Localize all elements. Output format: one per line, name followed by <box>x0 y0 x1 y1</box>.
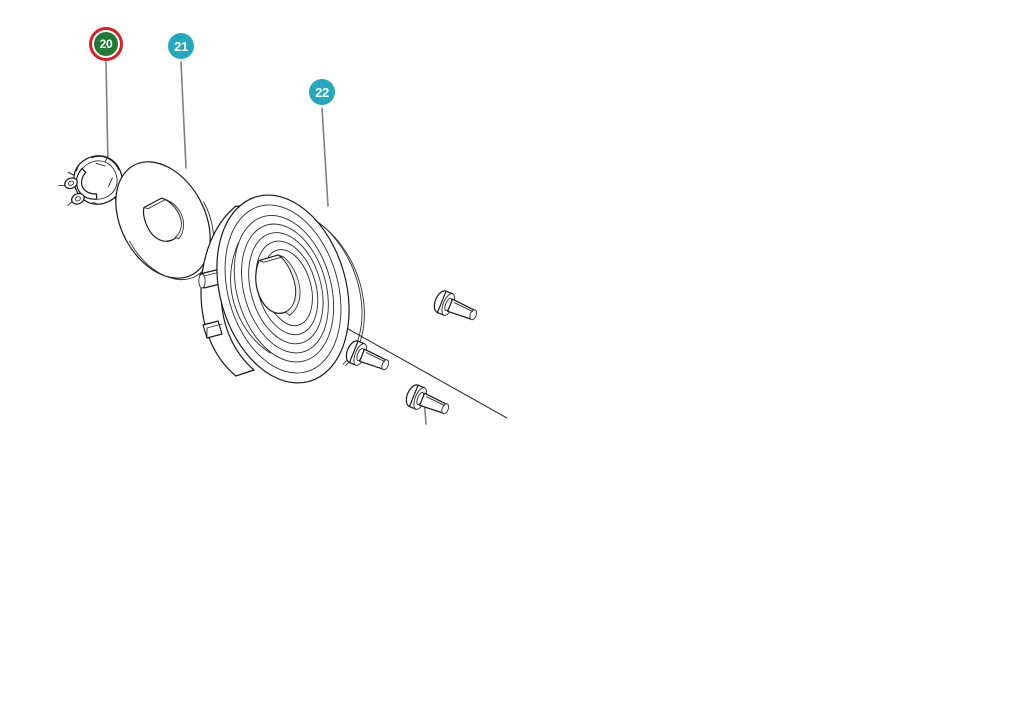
part-washer <box>115 161 215 281</box>
callout-badge-20[interactable]: 20 <box>94 32 118 56</box>
leader-line-22 <box>321 107 329 207</box>
leader-line-21 <box>180 61 187 169</box>
callout-marker-21[interactable]: 21 <box>168 33 194 59</box>
leader-line-20 <box>105 61 109 167</box>
flange-bolt-lower <box>405 384 450 415</box>
part-pulley-flywheel <box>198 194 365 384</box>
part-retaining-clip <box>58 155 123 206</box>
pulley-center-bore <box>255 254 301 316</box>
callout-marker-20[interactable]: 20 <box>89 27 123 61</box>
callout-marker-22[interactable]: 22 <box>309 79 335 105</box>
flange-bolt-middle <box>345 340 390 371</box>
flange-bolt-upper <box>433 290 478 321</box>
callout-selection-ring-20 <box>89 27 123 61</box>
